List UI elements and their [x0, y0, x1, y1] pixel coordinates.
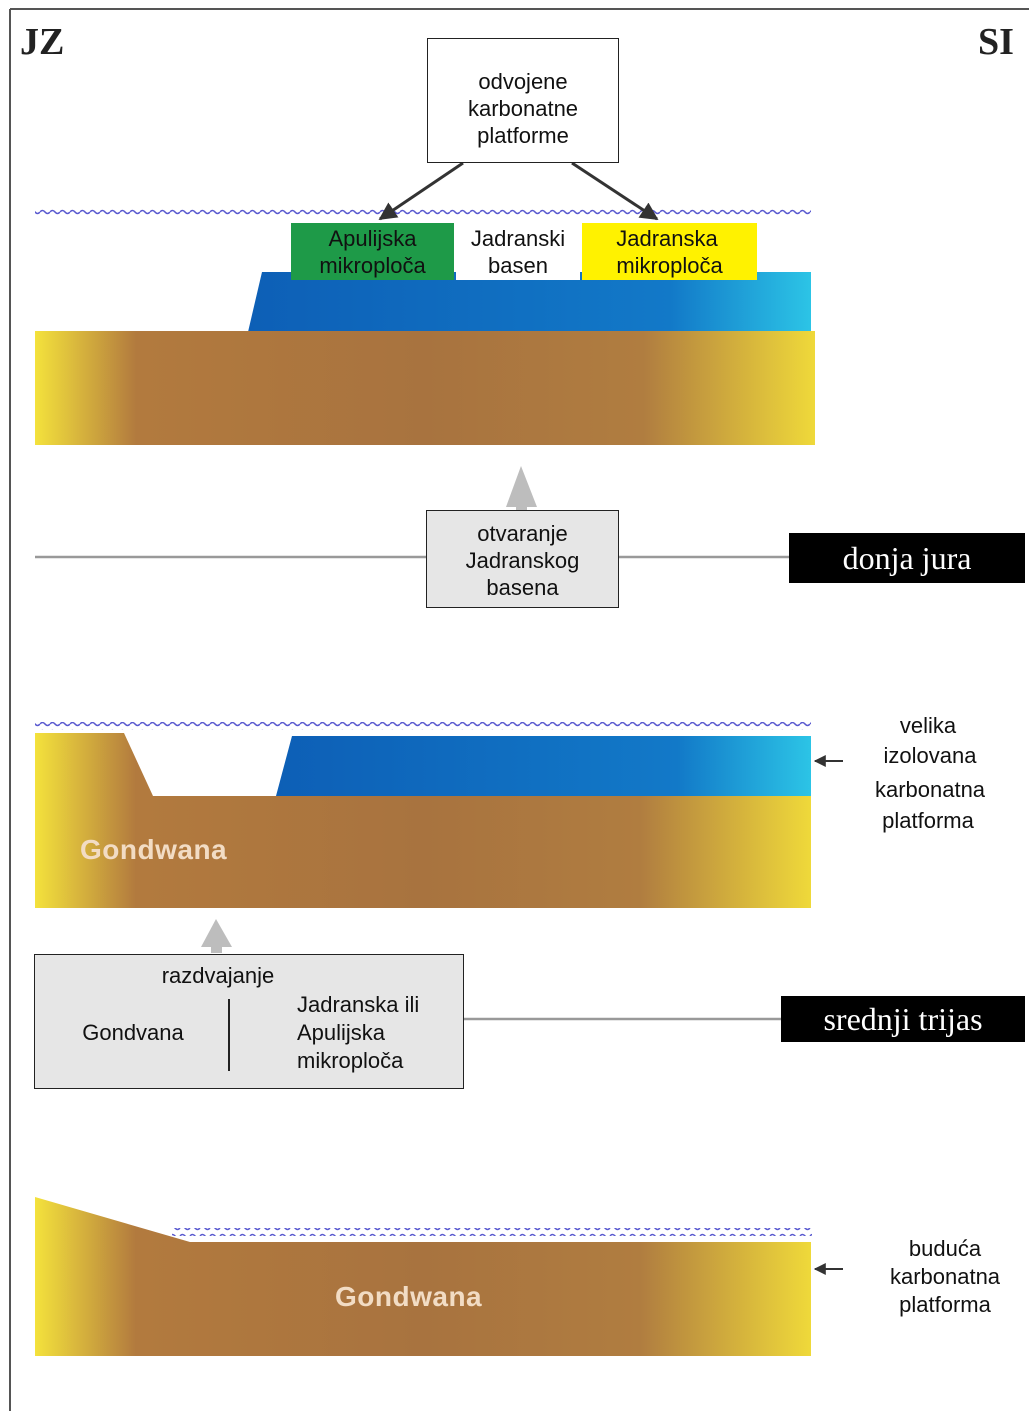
- separation-right-line-2: Apulijska: [297, 1020, 386, 1045]
- northeast-label: SI: [978, 21, 1014, 63]
- future-platform-line-2: karbonatna: [889, 1264, 1001, 1289]
- apulian-microplate-block: [291, 223, 454, 280]
- adriatic-microplate-block: [582, 223, 757, 280]
- era-middle-triassic: srednji trijas: [781, 996, 1025, 1042]
- up-arrow-1: [506, 466, 537, 512]
- sea-level-middle: [35, 722, 811, 730]
- separation-right-line-1: Jadranska ili: [297, 992, 420, 1017]
- callout-line-3: platforme: [477, 123, 569, 148]
- earth-middle: [35, 733, 811, 908]
- callout-line-1: odvojene: [478, 69, 568, 94]
- adriatic-label-1: Jadranska: [616, 226, 718, 251]
- adriatic-label-2: mikroploča: [616, 253, 723, 278]
- apulian-label-2: mikroploča: [319, 253, 426, 278]
- separated-platforms-callout: odvojene karbonatne platforme: [427, 38, 619, 163]
- isolated-platform-line-2: izolovana: [883, 743, 977, 768]
- separation-box: razdvajanje Gondvana Jadranska ili Apuli…: [34, 954, 464, 1089]
- separation-right-line-3: mikroploča: [297, 1048, 404, 1073]
- isolated-platform-middle: [276, 736, 811, 796]
- adriatic-basin-gap: [456, 223, 580, 280]
- earth-top: [35, 331, 815, 445]
- future-platform-line-3: platforma: [899, 1292, 991, 1317]
- basin-label-2: basen: [488, 253, 548, 278]
- sea-level-bottom: [172, 1228, 812, 1236]
- basin-opening-box: otvaranje Jadranskog basena: [426, 510, 619, 608]
- future-platform-line-1: buduća: [908, 1236, 982, 1261]
- callout-arrow-right: [571, 161, 659, 221]
- basin-opening-line-2: Jadranskog: [465, 548, 580, 573]
- up-arrow-2: [201, 919, 232, 953]
- platform-top: [248, 272, 811, 332]
- gondwana-label-middle: Gondwana: [80, 834, 228, 865]
- basin-label-1: Jadranski: [470, 226, 566, 251]
- separation-divider: [228, 999, 230, 1071]
- isolated-platform-line-4: platforma: [882, 808, 974, 833]
- southwest-label: JZ: [20, 21, 65, 63]
- isolated-platform-line-1: velika: [899, 713, 957, 738]
- separation-title: razdvajanje: [161, 963, 275, 988]
- basin-opening-line-3: basena: [486, 575, 559, 600]
- gondwana-label-bottom: Gondwana: [335, 1281, 483, 1312]
- era-lower-jurassic: donja jura: [789, 533, 1025, 583]
- sea-level-top: [35, 209, 811, 217]
- callout-arrow-left: [378, 161, 464, 221]
- isolated-platform-line-3: karbonatna: [874, 777, 986, 802]
- earth-bottom: [35, 1197, 811, 1356]
- callout-line-2: karbonatne: [467, 96, 579, 121]
- basin-opening-line-1: otvaranje: [477, 521, 568, 546]
- apulian-label-1: Apulijska: [328, 226, 417, 251]
- separation-left-gondvana: Gondvana: [82, 1020, 184, 1045]
